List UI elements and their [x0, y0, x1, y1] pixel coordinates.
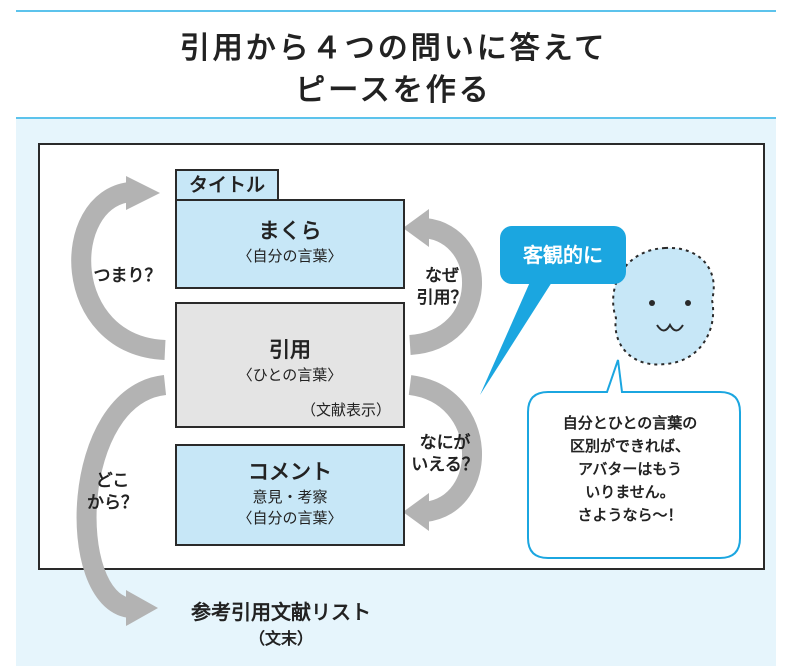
comment-heading: コメント [248, 460, 332, 484]
inyou-sub: 〈ひとの言葉〉 [237, 366, 343, 384]
label-naniga-line2: いえる？ [411, 455, 479, 475]
box-inyou: 引用 〈ひとの言葉〉 （文献表示） [175, 302, 405, 428]
label-doko-line2: から？ [87, 493, 138, 513]
comment-sub1: 意見・考察 [252, 488, 328, 506]
label-naze: なぜ 引用？ [402, 265, 482, 309]
inyou-note: （文献表示） [300, 401, 391, 419]
makura-heading: まくら [258, 219, 322, 243]
mid-rule [16, 117, 776, 119]
speech-bubble [527, 359, 741, 559]
box-comment: コメント 意見・考察 〈自分の言葉〉 [175, 444, 405, 546]
label-tsumari: つまり？ [93, 266, 162, 286]
avatar-mouth [656, 322, 684, 332]
arrowhead-tsumari [126, 176, 160, 210]
arrow-tsumari [71, 182, 166, 360]
label-doko-line1: どこ [95, 471, 130, 491]
bubble-tail [480, 282, 552, 395]
makura-sub: 〈自分の言葉〉 [237, 247, 343, 265]
arrow-naze [408, 218, 482, 355]
speech-line: さようなら〜！ [577, 506, 683, 524]
reference-list-title: 参考引用文献リスト [191, 600, 371, 624]
label-naniga-line1: なにが [419, 433, 471, 453]
avatar [612, 246, 715, 366]
avatar-body [612, 246, 715, 366]
avatar-eye-left [649, 300, 655, 306]
title-tab: タイトル [175, 169, 279, 201]
page-title: 引用から４つの問いに答えて ピースを作る [0, 28, 787, 112]
arrowhead-naniga [403, 493, 429, 531]
speech-line: 自分とひとの言葉の [562, 414, 698, 432]
label-naze-line1: なぜ [425, 266, 459, 286]
speech-line: いりません。 [585, 483, 675, 501]
title-line-2: ピースを作る [295, 73, 492, 108]
title-line-1: 引用から４つの問いに答えて [179, 31, 608, 66]
top-rule [16, 10, 776, 12]
arrowhead-doko [126, 590, 158, 626]
avatar-eye-right [685, 300, 691, 306]
comment-sub2: 〈自分の言葉〉 [237, 509, 343, 527]
label-naze-line2: 引用？ [416, 288, 468, 308]
speech-line: アバターはもう [578, 460, 682, 478]
objective-bubble: 客観的に [500, 226, 626, 284]
arrow-naniga [408, 375, 482, 522]
arrowhead-naze [403, 209, 429, 247]
box-makura: まくら 〈自分の言葉〉 [175, 199, 405, 289]
speech-text: 自分とひとの言葉の 区別ができれば、 アバターはもう いりません。 さようなら〜… [530, 412, 730, 527]
arrow-doko [76, 375, 167, 618]
label-doko: どこ から？ [75, 470, 150, 514]
label-naniga: なにが いえる？ [400, 432, 490, 476]
inyou-heading: 引用 [269, 338, 311, 362]
speech-line: 区別ができれば、 [569, 437, 690, 455]
reference-list-sub: （文末） [248, 629, 313, 648]
